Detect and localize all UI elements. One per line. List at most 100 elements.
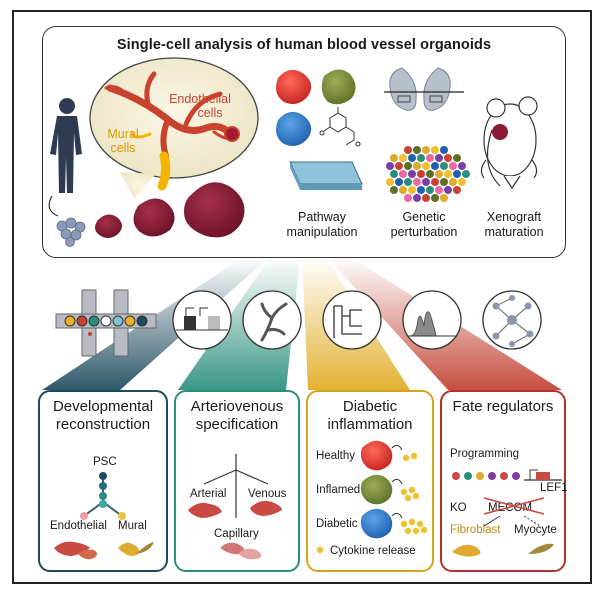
healthy-label: Healthy (316, 450, 355, 462)
pool-cell (404, 146, 412, 154)
figure-title: Single-cell analysis of human blood vess… (116, 37, 492, 53)
arteriovenous-specification-title: Arteriovenous specification (190, 398, 284, 433)
arterial-label: Arterial (190, 488, 227, 500)
pool-cell (435, 154, 443, 162)
pool-cell (422, 194, 430, 202)
xenograft-organoid (492, 124, 508, 140)
dendrogram-icon (322, 290, 382, 350)
pool-cell (408, 154, 416, 162)
mural-branch-label: Mural (118, 520, 147, 532)
pool-cell (431, 162, 439, 170)
mecom-label: MECOM (488, 502, 533, 514)
arrow-curve (48, 195, 59, 217)
pool-cell (440, 194, 448, 202)
lineage-tree (54, 472, 154, 560)
fibroblast-label: Fibroblast (450, 524, 501, 536)
pool-cell (417, 186, 425, 194)
inflamed-label: Inflamed (316, 484, 361, 496)
pool-cell (426, 170, 434, 178)
pool-cell (422, 146, 430, 154)
single-cell-chip-icon (55, 289, 157, 357)
colored-organoids-icon (276, 69, 356, 146)
vessel-bubble (89, 57, 259, 198)
pool-cell (431, 146, 439, 154)
fate-regulators-title: Fate regulators (452, 398, 554, 415)
pool-cell (413, 178, 421, 186)
network-icon (482, 290, 542, 350)
figure-frame (12, 10, 592, 584)
pool-cell (399, 170, 407, 178)
diabetic-label: Diabetic (316, 518, 358, 530)
pool-cell (417, 154, 425, 162)
pool-cell (390, 186, 398, 194)
vessel-branch-icon (242, 290, 302, 350)
molecule-icon (319, 107, 361, 147)
mural-cells-label-1: Mural (107, 127, 138, 141)
mouse-icon (480, 96, 538, 190)
psc-label: PSC (93, 456, 117, 468)
pool-cell (408, 170, 416, 178)
pool-cell (404, 194, 412, 202)
organoid-series-icon (95, 182, 245, 238)
mural-cells-label-2: cells (110, 141, 135, 155)
ko-label: KO (450, 502, 467, 514)
gene-regulation-icon (172, 290, 232, 350)
developmental-reconstruction-panel: Developmental reconstruction PSC Endothe… (38, 390, 168, 572)
pooled-library-icon (386, 146, 470, 202)
well-plate-icon (289, 161, 363, 190)
pool-cell (417, 170, 425, 178)
perturbation-organ-icon (384, 67, 464, 111)
peak-plot-icon (402, 290, 462, 350)
human-figure-icon (50, 98, 82, 193)
capillary-label: Capillary (214, 528, 259, 540)
fate-regulators-panel: Fate regulators Programming LEF1 KO MECO… (440, 390, 568, 572)
pool-cell (426, 186, 434, 194)
pool-cell (462, 170, 470, 178)
cytokine-illustration (316, 440, 428, 554)
endothelial-branch-label: Endothelial (50, 520, 107, 532)
pool-cell (404, 178, 412, 186)
genetic-perturbation-label: Genetic perturbation (390, 210, 458, 239)
pool-cell (395, 162, 403, 170)
pool-cell (431, 194, 439, 202)
psc-cluster-icon (56, 217, 86, 247)
lef1-label: LEF1 (540, 482, 568, 494)
developmental-reconstruction-title: Developmental reconstruction (52, 398, 154, 433)
pool-cell (444, 154, 452, 162)
venous-label: Venous (248, 488, 287, 500)
pool-cell (413, 146, 421, 154)
diabetic-inflammation-title: Diabetic inflammation (327, 398, 413, 433)
pool-cell (408, 186, 416, 194)
pool-cell (395, 178, 403, 186)
endothelial-cells-label-2: cells (197, 106, 222, 120)
diabetic-inflammation-panel: Diabetic inflammation Healthy Inflamed D… (306, 390, 434, 572)
pool-cell (444, 170, 452, 178)
pool-cell (453, 170, 461, 178)
xenograft-maturation-label: Xenograft maturation (484, 210, 544, 239)
pool-cell (390, 154, 398, 162)
pool-cell (453, 154, 461, 162)
pool-cell (458, 162, 466, 170)
pool-cell (444, 186, 452, 194)
pool-cell (422, 162, 430, 170)
pool-cell (413, 194, 421, 202)
pool-cell (453, 186, 461, 194)
pool-cell (449, 162, 457, 170)
programming-label: Programming (450, 448, 520, 460)
pool-cell (440, 146, 448, 154)
pool-cell (386, 178, 394, 186)
pool-cell (458, 178, 466, 186)
pathway-manipulation-label: Pathway manipulation (286, 210, 358, 239)
pool-cell (386, 162, 394, 170)
pool-cell (390, 170, 398, 178)
pool-cell (440, 178, 448, 186)
pool-cell (435, 170, 443, 178)
pool-cell (422, 178, 430, 186)
endothelial-cells-label-1: Endothelial (169, 92, 231, 106)
arteriovenous-specification-panel: Arteriovenous specification Arterial Ven… (174, 390, 300, 572)
pool-cell (413, 162, 421, 170)
pool-cell (399, 154, 407, 162)
pool-cell (435, 186, 443, 194)
fate-illustration (452, 469, 562, 557)
